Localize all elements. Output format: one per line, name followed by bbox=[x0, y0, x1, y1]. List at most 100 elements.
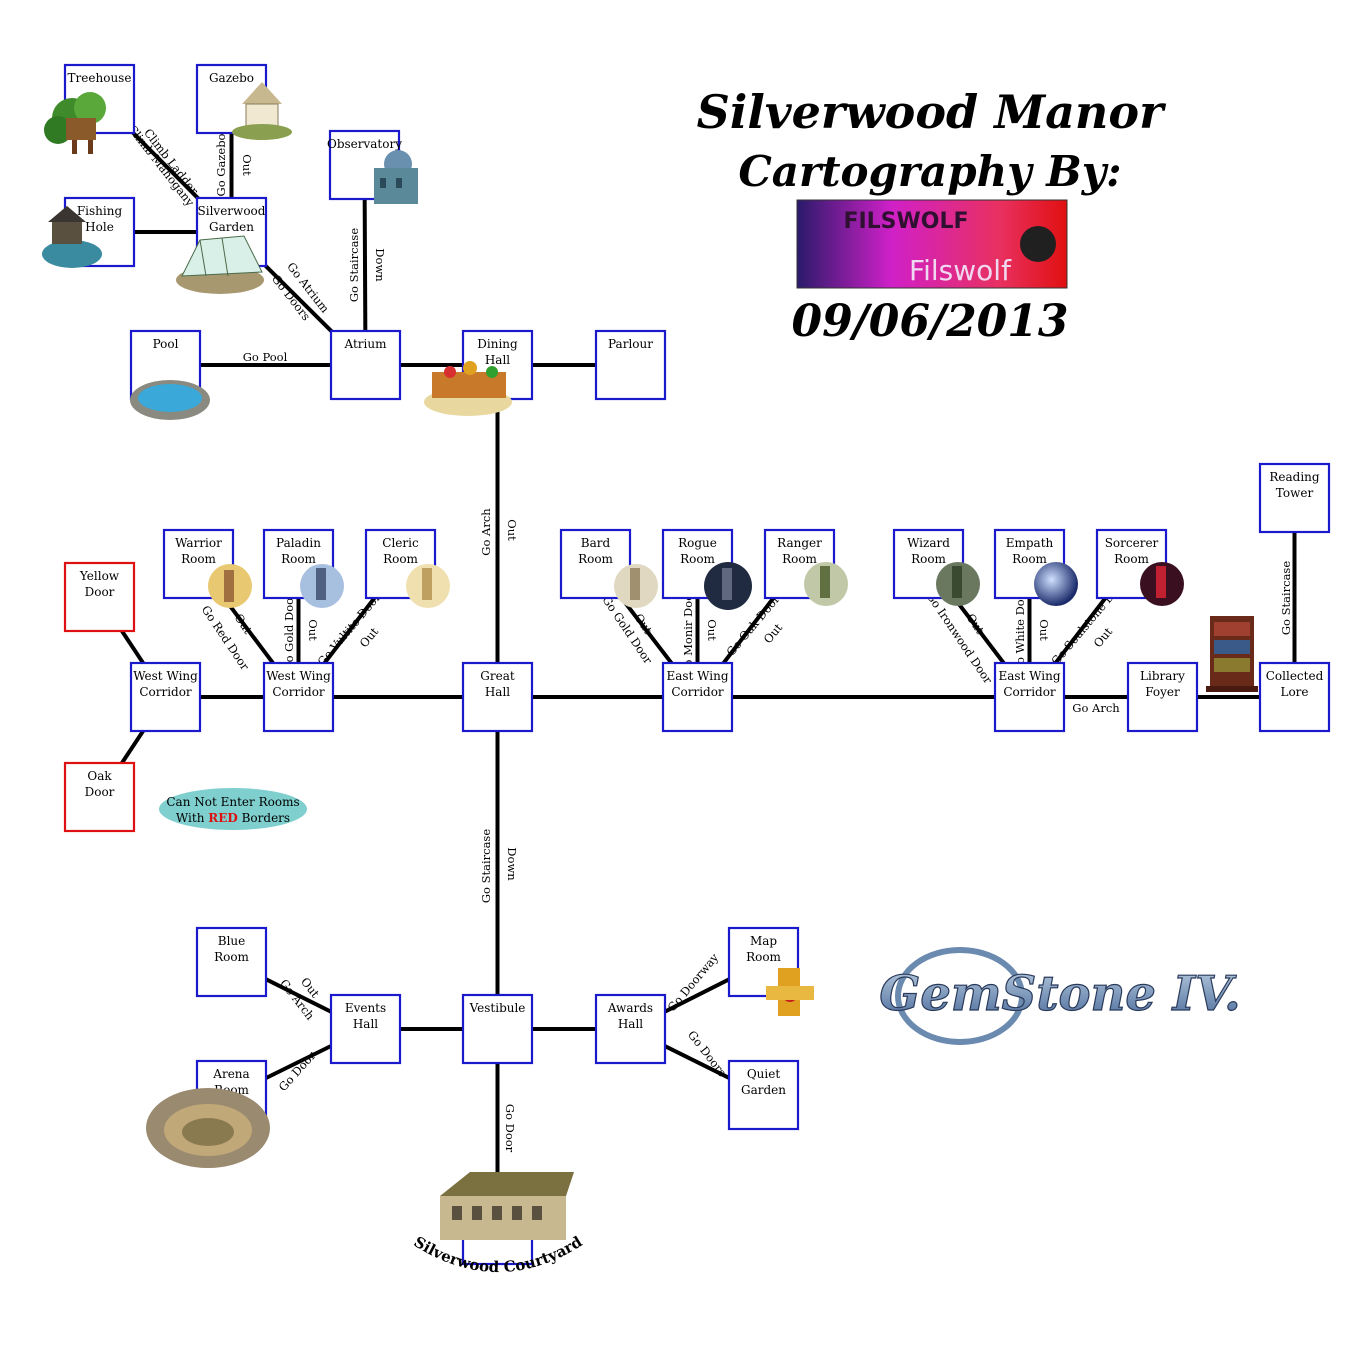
room-label: Pool bbox=[153, 337, 179, 351]
room-label: Vestibule bbox=[469, 1001, 526, 1015]
courtyard-building-illustration bbox=[440, 1172, 574, 1240]
room-label: Wizard bbox=[907, 536, 950, 550]
fishing-hole-illustration bbox=[42, 206, 102, 268]
edge-label: Go Gazebo bbox=[214, 133, 228, 196]
edge-label: Out bbox=[761, 620, 786, 646]
class-portrait-ranger bbox=[804, 562, 848, 606]
room-label: Empath bbox=[1006, 536, 1054, 550]
room-label: Garden bbox=[209, 220, 254, 234]
banner-text-bottom: Filswolf bbox=[909, 254, 1012, 287]
room-atrium: Atrium bbox=[329, 329, 402, 401]
room-label: Cleric bbox=[382, 536, 419, 550]
class-portrait-paladin bbox=[300, 564, 344, 608]
treehouse-illustration bbox=[44, 92, 106, 154]
edge-label: Down bbox=[505, 847, 519, 881]
room-box bbox=[329, 993, 402, 1065]
room-box bbox=[594, 329, 667, 401]
greenhouse-illustration bbox=[176, 235, 264, 294]
room-label: Room bbox=[181, 552, 216, 566]
room-label: Lore bbox=[1280, 685, 1308, 699]
room-label: Hole bbox=[85, 220, 114, 234]
logo-text: GemStone IV. bbox=[879, 966, 1240, 1022]
edge-label: Go Arch bbox=[479, 508, 493, 556]
legend-line-1: Can Not Enter Rooms bbox=[166, 795, 299, 809]
room-box bbox=[1258, 661, 1331, 733]
legend-borders: Borders bbox=[242, 811, 290, 825]
room-label: Foyer bbox=[1145, 685, 1180, 699]
edge-label: Out bbox=[1091, 624, 1116, 650]
legend-with: With bbox=[176, 811, 205, 825]
room-label: Room bbox=[281, 552, 316, 566]
title-date: 09/06/2013 bbox=[791, 296, 1068, 347]
room-parlour: Parlour bbox=[594, 329, 667, 401]
room-box bbox=[129, 661, 202, 733]
edge-label: Go Door bbox=[503, 1104, 517, 1153]
room-box bbox=[262, 661, 335, 733]
room-label: Paladin bbox=[276, 536, 321, 550]
room-label: Warrior bbox=[175, 536, 222, 550]
room-label: Hall bbox=[485, 353, 510, 367]
room-label: Gazebo bbox=[209, 71, 254, 85]
edge-label: Go Doorway bbox=[665, 950, 722, 1014]
room-label: Atrium bbox=[344, 337, 388, 351]
pool-illustration bbox=[130, 380, 210, 420]
room-label: West Wing bbox=[266, 669, 331, 683]
room-label: Yellow bbox=[79, 569, 120, 583]
room-label: Fishing bbox=[77, 204, 123, 218]
room-label: Reading bbox=[1269, 470, 1320, 484]
room-label: Corridor bbox=[139, 685, 192, 699]
room-label: Oak bbox=[87, 769, 112, 783]
room-box bbox=[63, 761, 136, 833]
room-label: Arena bbox=[212, 1067, 249, 1081]
room-label: Library bbox=[1140, 669, 1185, 683]
room-label: Awards bbox=[607, 1001, 653, 1015]
room-label: Room bbox=[383, 552, 418, 566]
room-label: Hall bbox=[485, 685, 510, 699]
room-label: Dining bbox=[477, 337, 518, 351]
room-label: Rogue bbox=[678, 536, 717, 550]
edge-label: Go Staircase bbox=[347, 228, 361, 302]
title-block: Silverwood Manor Cartography By: FILSWOL… bbox=[697, 85, 1167, 347]
room-label: Events bbox=[345, 1001, 386, 1015]
room-label: Room bbox=[578, 552, 613, 566]
room-label: Blue bbox=[218, 934, 246, 948]
room-label: Map bbox=[750, 934, 777, 948]
room-box bbox=[461, 993, 534, 1065]
legend-line-2: With RED Borders bbox=[176, 811, 290, 825]
room-box bbox=[727, 1059, 800, 1131]
edge-label: Go Arch bbox=[1072, 701, 1120, 715]
edge-label: Out bbox=[306, 619, 320, 641]
room-label: Door bbox=[85, 785, 115, 799]
room-label: Corridor bbox=[1003, 685, 1056, 699]
room-label: Room bbox=[214, 950, 249, 964]
room-label: Hall bbox=[618, 1017, 643, 1031]
room-label: Collected bbox=[1266, 669, 1324, 683]
room-box bbox=[195, 926, 268, 998]
room-label: Great bbox=[480, 669, 515, 683]
room-label: Garden bbox=[741, 1083, 786, 1097]
room-vestibule: Vestibule bbox=[461, 993, 534, 1065]
edge-label: Climb Mahogany bbox=[125, 122, 197, 209]
room-box bbox=[1126, 661, 1199, 733]
room-label: Room bbox=[680, 552, 715, 566]
room-box bbox=[993, 661, 1066, 733]
class-portrait-warrior bbox=[208, 564, 252, 608]
room-box bbox=[63, 561, 136, 633]
room-label: Room bbox=[746, 950, 781, 964]
room-box bbox=[1258, 462, 1331, 534]
room-label: Sorcerer bbox=[1105, 536, 1159, 550]
